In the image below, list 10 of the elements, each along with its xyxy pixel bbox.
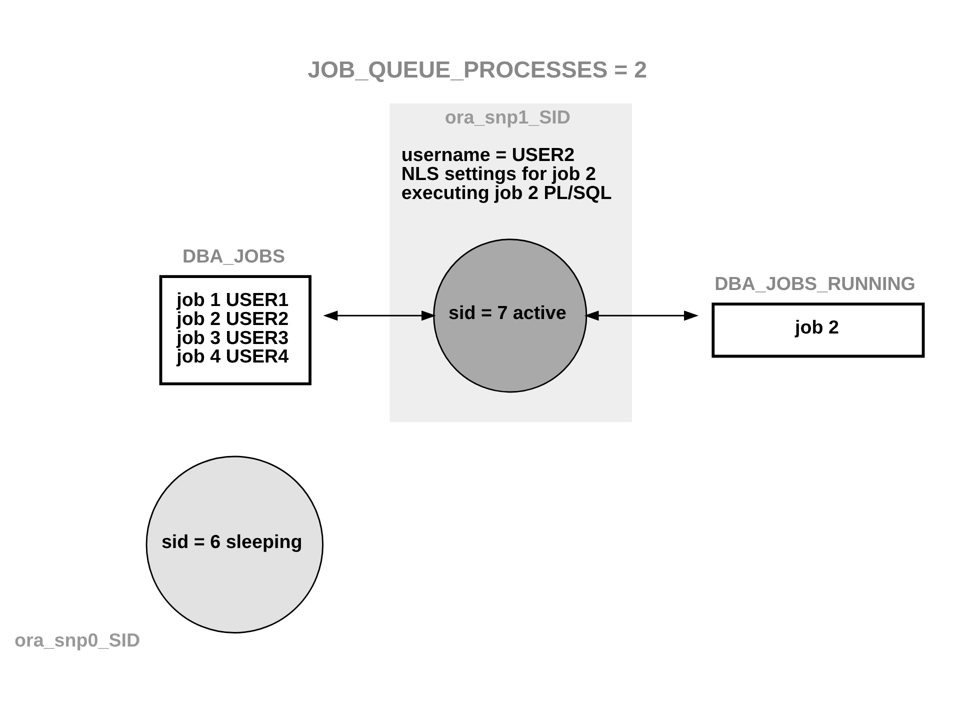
node-circle: sid = 6 sleeping: [146, 455, 324, 633]
node-box: job 2: [712, 302, 925, 358]
node-circle: sid = 7 active: [433, 238, 588, 392]
diagram-title: JOB_QUEUE_PROCESSES = 2: [308, 56, 647, 82]
node-label: ora_snp0_SID: [14, 629, 140, 650]
node-label: DBA_JOBS: [182, 245, 286, 266]
node-box: job 1 USER1 job 2 USER2 job 3 USER3 job 4 USER4: [159, 274, 312, 385]
arrow: [584, 310, 699, 320]
node-label: DBA_JOBS_RUNNING: [714, 272, 916, 294]
arrow: [323, 310, 436, 320]
